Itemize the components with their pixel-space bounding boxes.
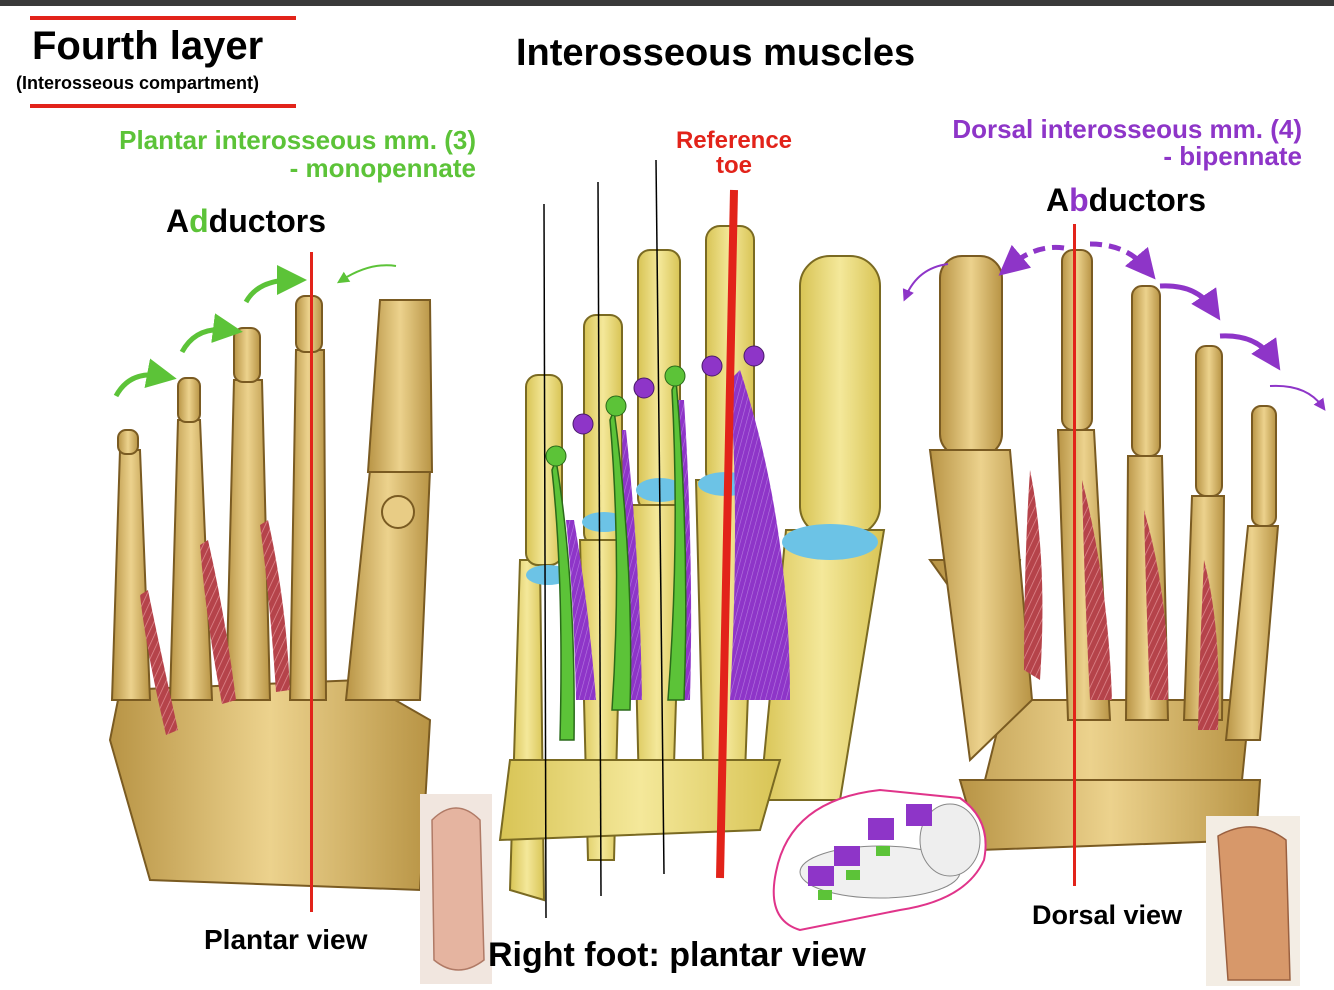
reference-line2: toe: [716, 152, 752, 179]
plantar-heading-line1: Plantar interosseous mm. (3): [119, 125, 476, 155]
adductors-label: Adductors: [166, 203, 326, 240]
sole-photo: [420, 794, 492, 984]
reference-toe-line: [716, 189, 738, 879]
cross-section-inset: [772, 788, 987, 932]
reference-line1: Reference: [675, 127, 793, 154]
adductors-highlight: d: [189, 203, 209, 239]
right-axis-line: [1073, 224, 1076, 886]
top-bar: [0, 0, 1334, 6]
center-caption: Right foot: plantar view: [488, 936, 866, 974]
abductors-pre: A: [1046, 182, 1070, 218]
dorsal-heading-line1: Dorsal interosseous mm. (4): [952, 114, 1302, 144]
plantar-heading: Plantar interosseous mm. (3) - monopenna…: [76, 126, 476, 182]
center-foot-illustration: [498, 225, 886, 902]
dorsal-heading: Dorsal interosseous mm. (4) - bipennate: [890, 116, 1302, 170]
page-title: Interosseous muscles: [516, 32, 916, 74]
plantar-heading-line2: - monopennate: [289, 153, 476, 183]
abductors-post: ductors: [1088, 182, 1206, 218]
adductors-post: ductors: [208, 203, 326, 239]
section-subtitle: (Interosseous compartment): [16, 73, 260, 93]
adductors-pre: A: [166, 203, 190, 239]
abduction-arrows: [902, 241, 1326, 411]
adduction-arrows: [113, 264, 397, 398]
left-foot-illustration: [108, 295, 434, 892]
abductors-highlight: b: [1069, 182, 1089, 218]
left-axis-line: [310, 252, 313, 912]
reference-toe-label: Reference toe: [660, 128, 808, 178]
center-guide-lines: [543, 159, 665, 919]
abductors-label: Abductors: [1046, 182, 1206, 219]
section-title: Fourth layer: [32, 24, 264, 68]
dorsal-heading-line2: - bipennate: [1163, 141, 1302, 171]
title-underline-bottom: [30, 104, 296, 108]
foot-photo: [1206, 816, 1300, 986]
dorsal-view-caption: Dorsal view: [1032, 900, 1183, 930]
right-foot-illustration: [928, 249, 1280, 852]
plantar-view-caption: Plantar view: [204, 924, 368, 955]
title-underline-top: [30, 16, 296, 20]
